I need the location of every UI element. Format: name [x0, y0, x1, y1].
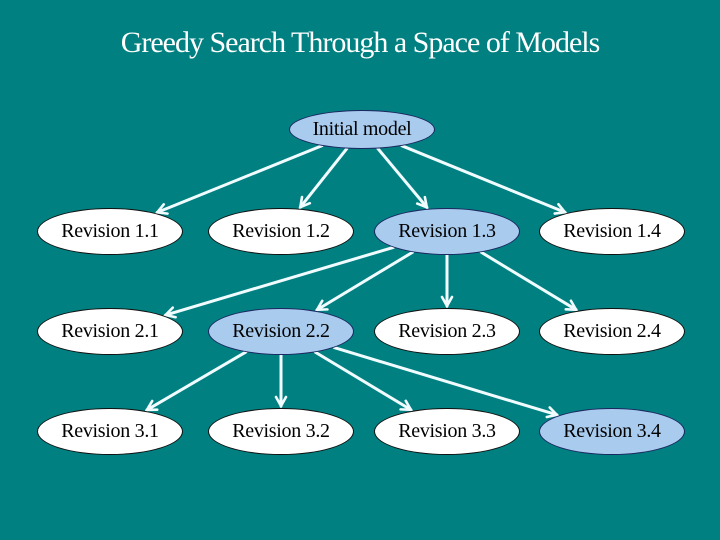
node-label: Revision 3.2 [232, 420, 330, 442]
node-revision-2-2: Revision 2.2 [208, 308, 354, 355]
node-revision-3-2: Revision 3.2 [208, 408, 354, 455]
node-revision-2-3: Revision 2.3 [374, 308, 520, 355]
edge-arrow-r13-to-r21 [163, 245, 395, 319]
node-revision-3-1: Revision 3.1 [37, 408, 183, 455]
edge-arrow-r22-to-r33 [313, 350, 414, 412]
slide-title: Greedy Search Through a Space of Models [120, 26, 601, 59]
edge-arrow-initial-to-r14 [400, 144, 568, 215]
node-label: Revision 3.1 [61, 420, 159, 442]
node-revision-1-2: Revision 1.2 [208, 208, 354, 255]
node-label: Revision 1.2 [232, 220, 330, 242]
node-label: Revision 3.4 [563, 420, 661, 442]
node-label: Revision 3.3 [398, 420, 496, 442]
node-initial-model: Initial model [289, 110, 435, 149]
edge-arrow-initial-to-r11 [154, 144, 324, 215]
edge-arrow-initial-to-r12 [298, 147, 349, 210]
node-revision-2-1: Revision 2.1 [37, 308, 183, 355]
node-label: Revision 1.1 [61, 220, 159, 242]
edge-arrow-r22-to-r31 [144, 350, 248, 412]
node-label: Revision 2.1 [61, 320, 159, 342]
node-label: Revision 2.2 [232, 320, 330, 342]
edge-arrow-r22-to-r34 [332, 346, 560, 419]
edge-arrow-r13-to-r24 [479, 250, 579, 312]
edge-arrow-initial-to-r13 [376, 147, 429, 210]
node-label: Revision 2.3 [398, 320, 496, 342]
node-label: Initial model [312, 118, 412, 140]
node-revision-1-4: Revision 1.4 [539, 208, 685, 255]
node-label: Revision 2.4 [563, 320, 661, 342]
node-revision-2-4: Revision 2.4 [539, 308, 685, 355]
node-revision-1-3: Revision 1.3 [374, 208, 520, 255]
node-revision-3-3: Revision 3.3 [374, 408, 520, 455]
edge-arrow-r13-to-r22 [314, 250, 415, 312]
node-label: Revision 1.3 [398, 220, 496, 242]
node-revision-3-4: Revision 3.4 [539, 408, 685, 455]
node-revision-1-1: Revision 1.1 [37, 208, 183, 255]
node-label: Revision 1.4 [563, 220, 661, 242]
